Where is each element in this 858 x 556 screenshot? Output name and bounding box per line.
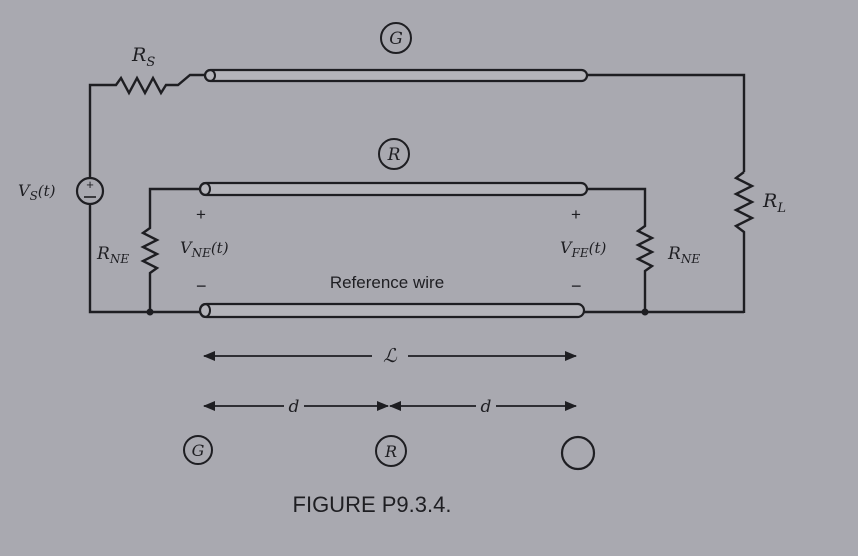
- wire-g-tag: G: [380, 22, 412, 54]
- g-to-load-wire: [587, 73, 746, 172]
- ground-node-left: [146, 308, 154, 316]
- wire-r-label: R: [387, 145, 401, 165]
- vfe-plus: +: [571, 205, 581, 224]
- length-label: ℒ: [383, 345, 398, 367]
- rs-label: RS: [131, 44, 155, 70]
- d-dimension-left: d: [203, 397, 389, 417]
- cross-section-r: R: [375, 435, 407, 467]
- rs-resistor: [88, 73, 205, 178]
- rl-label: RL: [762, 190, 786, 216]
- receptor-wire: [198, 181, 589, 197]
- reference-wire-label: Reference wire: [330, 273, 444, 292]
- rne-left-label: RNE: [96, 244, 129, 266]
- source-plus: +: [86, 177, 94, 192]
- rl-resistor: [733, 171, 755, 313]
- source-to-ground-wire: [88, 204, 205, 314]
- vne-label: VNE(t): [180, 238, 229, 260]
- vne-minus: −: [196, 276, 207, 296]
- rne-left-resistor: [140, 187, 200, 312]
- vne-plus: +: [196, 205, 206, 224]
- rne-right-label: RNE: [667, 244, 700, 266]
- length-dimension: ℒ: [203, 345, 577, 367]
- cross-section-reference: [560, 435, 596, 471]
- reference-wire: [198, 302, 586, 319]
- voltage-source: +: [75, 176, 105, 206]
- cross-section-g-label: G: [192, 441, 205, 460]
- generator-wire: [203, 68, 589, 83]
- wire-g-label: G: [389, 29, 403, 49]
- wire-r-tag: R: [378, 138, 410, 170]
- rne-right-resistor: [587, 187, 655, 312]
- vfe-label: VFE(t): [560, 238, 607, 260]
- vfe-minus: −: [571, 276, 582, 296]
- figure-caption: FIGURE P9.3.4.: [293, 492, 452, 517]
- d-label-right: d: [481, 397, 492, 417]
- d-label-left: d: [289, 397, 300, 417]
- vs-label: VS(t): [18, 181, 56, 203]
- cross-section-r-label: R: [384, 442, 397, 461]
- cross-section-g: G: [183, 435, 213, 465]
- d-dimension-right: d: [389, 397, 577, 417]
